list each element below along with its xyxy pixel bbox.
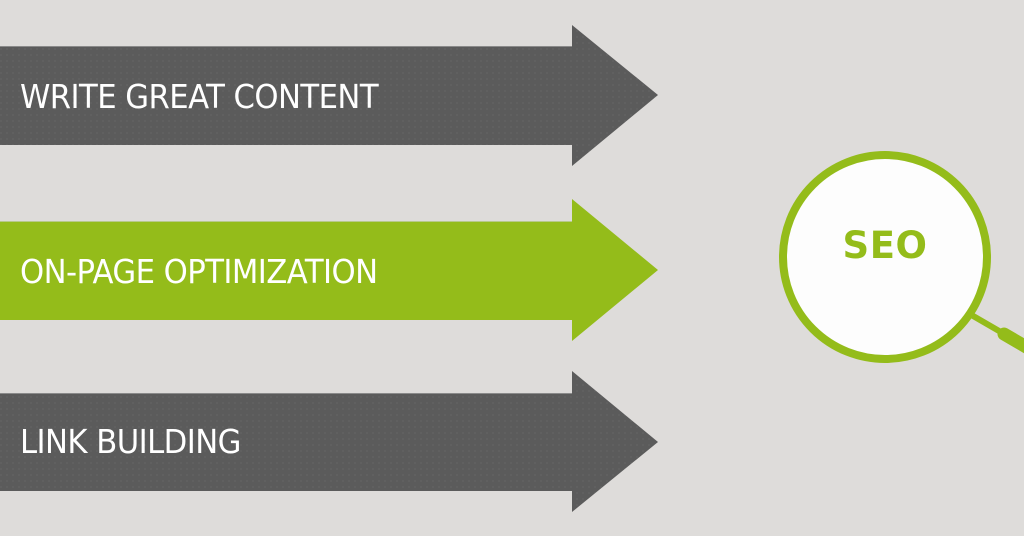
arrow-link-building xyxy=(0,371,658,512)
arrow-label-on-page-optimization: ON-PAGE OPTIMIZATION xyxy=(20,252,378,291)
magnifier-handle-grip xyxy=(997,327,1024,354)
arrow-texture xyxy=(0,371,658,512)
seo-label: SEO xyxy=(842,224,928,267)
arrow-label-link-building: LINK BUILDING xyxy=(20,422,241,461)
arrow-shape xyxy=(0,199,658,341)
magnifier-lens xyxy=(779,151,991,363)
arrow-write-great-content xyxy=(0,25,658,166)
magnifying-glass-icon xyxy=(779,151,1024,363)
arrow-on-page-optimization xyxy=(0,199,658,341)
arrow-label-write-great-content: WRITE GREAT CONTENT xyxy=(20,77,379,116)
arrow-texture xyxy=(0,25,658,166)
